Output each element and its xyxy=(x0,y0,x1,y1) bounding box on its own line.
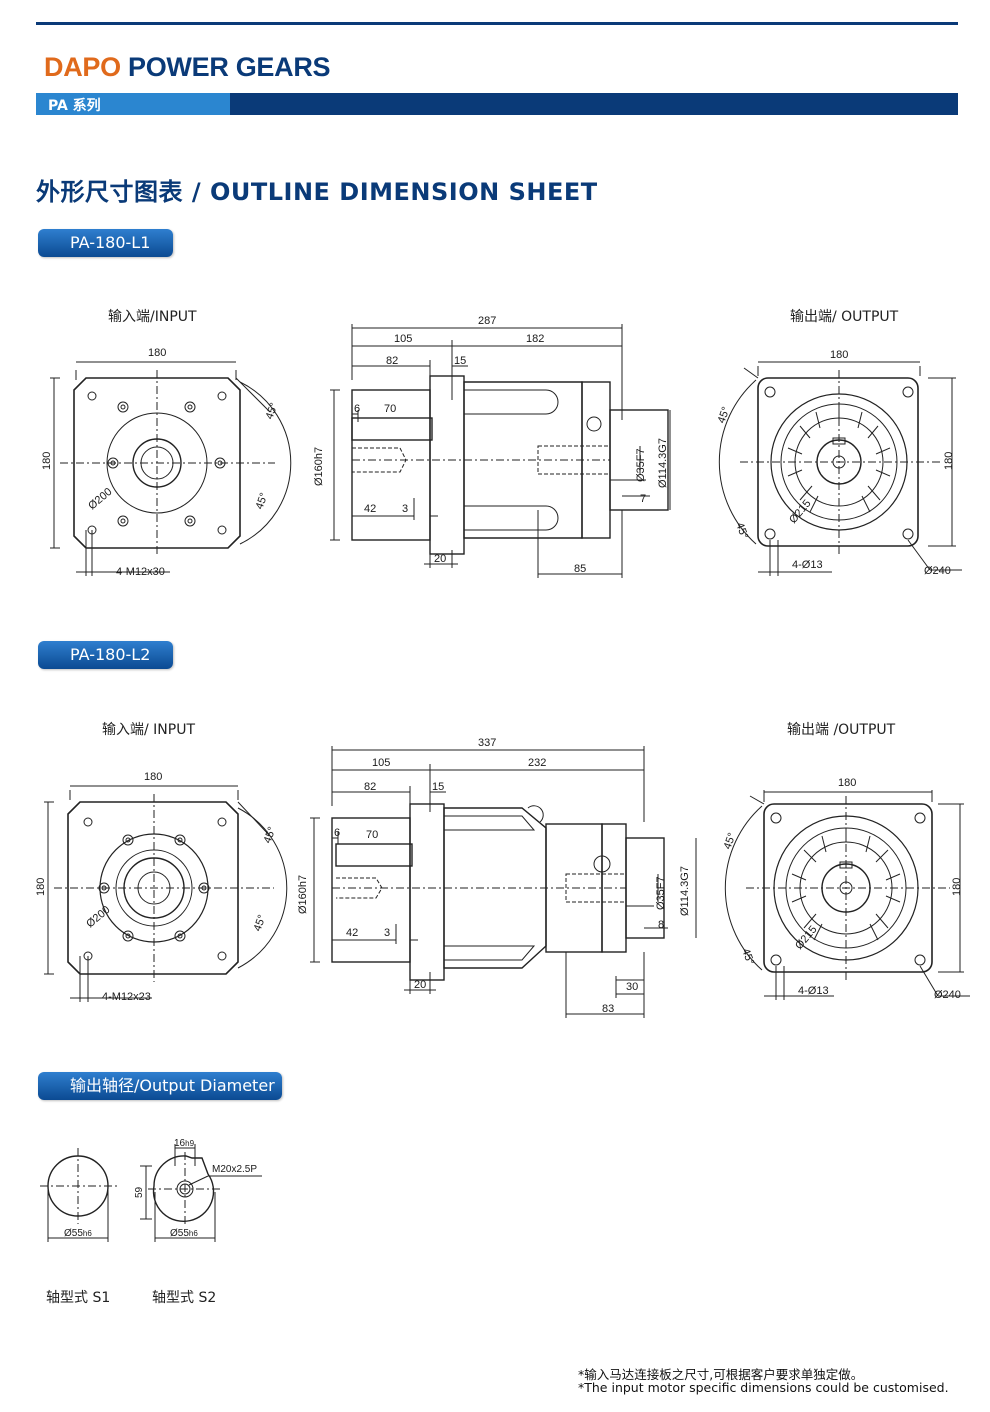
s2-key-width: 16h9 xyxy=(174,1138,195,1149)
side-total-l1: 287 xyxy=(478,315,496,327)
side-d20-l1: 20 xyxy=(434,553,446,565)
input-bolt-circle-l1: Ø200 xyxy=(86,486,114,512)
side-d70-l2: 70 xyxy=(366,829,378,841)
output-view-l1: 180 180 45° 45° Ø215 4-Ø13 Ø240 xyxy=(716,349,962,577)
s2-diameter: Ø55h6 xyxy=(170,1228,198,1239)
side-d15-l2: 15 xyxy=(432,781,444,793)
input-view-l2: 180 180 45° 45° Ø200 4-M12x23 xyxy=(35,771,288,1003)
side-input-len-l1: 105 xyxy=(394,333,412,345)
s2-thread: M20x2.5P xyxy=(212,1164,257,1175)
side-d15-l1: 15 xyxy=(454,355,466,367)
side-input-len-l2: 105 xyxy=(372,757,390,769)
brand-part1: DAPO xyxy=(44,52,121,82)
output-outer-l1: Ø240 xyxy=(924,565,951,577)
side-d3-l1: 3 xyxy=(402,503,408,515)
s1-diameter: Ø55h6 xyxy=(64,1228,92,1239)
side-d82-l1: 82 xyxy=(386,355,398,367)
brand-part2: POWER GEARS xyxy=(128,52,331,82)
side-d20-l2: 20 xyxy=(414,979,426,991)
output-view-l2: 180 180 45° 45° Ø215 4-Ø13 Ø240 xyxy=(722,777,970,1001)
input-angle-top-l1: 45° xyxy=(264,401,281,421)
output-label-l2: 输出端 /OUTPUT xyxy=(787,722,896,738)
output-angle-bottom-l1: 45° xyxy=(733,521,750,541)
input-angle-bottom-l2: 45° xyxy=(252,913,269,933)
shaft-sections: Ø55h6 16h9 M20x2.5P 59 Ø55h6 xyxy=(40,1138,262,1242)
s2-height: 59 xyxy=(134,1186,145,1198)
note-cn: *输入马达连接板之尺寸,可根据客户要求单独定做。 xyxy=(578,1367,864,1382)
output-angle-bottom-l2: 45° xyxy=(739,947,756,967)
output-outer-l2: Ø240 xyxy=(934,989,961,1001)
input-width-l2: 180 xyxy=(144,771,162,783)
output-width-l2: 180 xyxy=(838,777,856,789)
side-output-len-l1: 182 xyxy=(526,333,544,345)
side-d7-l1: 7 xyxy=(640,493,646,505)
input-label-l2: 输入端/ INPUT xyxy=(102,722,196,738)
side-d8-l2: 8 xyxy=(658,919,664,931)
input-holes-l1: 4-M12x30 xyxy=(116,566,165,578)
output-holes-l2: 4-Ø13 xyxy=(798,985,829,997)
input-holes-l2: 4-M12x23 xyxy=(102,991,151,1003)
side-d82-l2: 82 xyxy=(364,781,376,793)
shaft-type-s1: 轴型式 S1 xyxy=(46,1290,111,1306)
side-d42-l1: 42 xyxy=(364,503,376,515)
output-angle-top-l2: 45° xyxy=(722,831,739,851)
input-height-l2: 180 xyxy=(35,878,47,896)
shaft-type-s2: 轴型式 S2 xyxy=(152,1290,217,1306)
output-diameter-tag: 输出轴径/Output Diameter xyxy=(38,1072,282,1100)
output-height-l1: 180 xyxy=(943,452,955,470)
side-d30-l2: 30 xyxy=(626,981,638,993)
side-view-l2: 337 105 232 82 15 6 70 Ø160h7 42 3 20 83… xyxy=(297,737,697,1018)
model-tag-l1: PA-180-L1 xyxy=(38,229,173,257)
output-holes-l1: 4-Ø13 xyxy=(792,559,823,571)
input-angle-top-l2: 45° xyxy=(262,825,279,845)
model-tag-l2: PA-180-L2 xyxy=(38,641,173,669)
series-tab xyxy=(36,93,230,115)
side-d6-l1: 6 xyxy=(354,403,360,415)
input-view-l1: 180 180 45° 45° Ø200 4-M12x30 xyxy=(41,347,292,578)
side-d42-l2: 42 xyxy=(346,927,358,939)
side-bore-l1: Ø114.3G7 xyxy=(657,438,669,488)
note-en: *The input motor specific dimensions cou… xyxy=(578,1380,949,1395)
side-pilot-l2: Ø160h7 xyxy=(297,875,309,914)
input-height-l1: 180 xyxy=(41,452,53,470)
side-output-len-l2: 232 xyxy=(528,757,546,769)
brand-logo: DAPO POWER GEARS xyxy=(44,52,331,83)
side-view-l1: 287 105 182 82 15 6 70 Ø160h7 42 3 20 85… xyxy=(313,315,671,578)
side-d70-l1: 70 xyxy=(384,403,396,415)
side-d6-l2: 6 xyxy=(334,827,340,839)
side-pilot-l1: Ø160h7 xyxy=(313,447,325,486)
output-label-l1: 输出端/ OUTPUT xyxy=(790,309,899,325)
top-rule xyxy=(36,22,958,25)
output-height-l2: 180 xyxy=(951,878,963,896)
output-angle-top-l1: 45° xyxy=(716,405,733,425)
side-bore-l2: Ø114.3G7 xyxy=(679,866,691,916)
side-d3-l2: 3 xyxy=(384,927,390,939)
side-shaft-l1: Ø35F7 xyxy=(635,448,647,482)
input-width-l1: 180 xyxy=(148,347,166,359)
side-d83-l2: 83 xyxy=(602,1003,614,1015)
series-label: PA 系列 xyxy=(48,98,101,114)
input-angle-bottom-l1: 45° xyxy=(254,491,271,511)
input-label-l1: 输入端/INPUT xyxy=(108,309,197,325)
side-total-l2: 337 xyxy=(478,737,496,749)
side-d85-l1: 85 xyxy=(574,563,586,575)
side-shaft-l2: Ø35F7 xyxy=(655,876,667,910)
sheet-title: 外形尺寸图表 / OUTLINE DIMENSION SHEET xyxy=(36,178,598,206)
output-width-l1: 180 xyxy=(830,349,848,361)
series-bar: PA 系列 xyxy=(36,93,958,115)
